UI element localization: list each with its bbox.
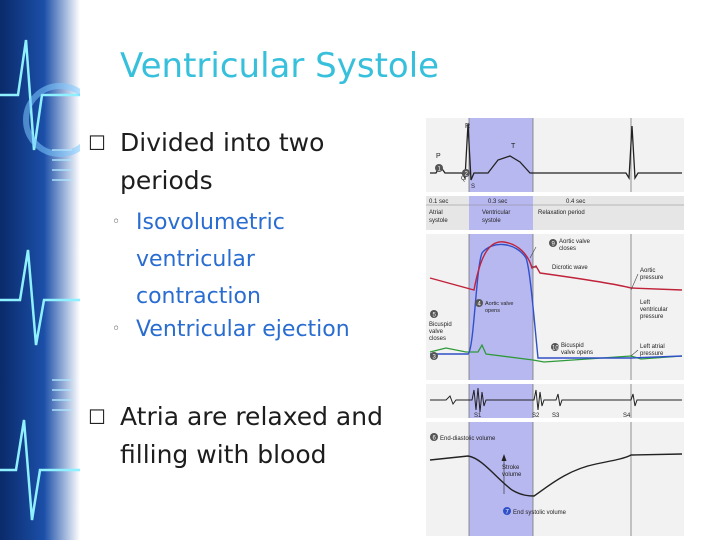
subbullet-item: ◦ Ventricular ejection <box>112 311 382 348</box>
s3-label: S3 <box>552 413 560 419</box>
stroke-volume-label: volume <box>502 472 522 478</box>
aortic-pressure-label: Aortic <box>640 268 655 274</box>
subbullet-marker: ◦ <box>112 214 121 230</box>
lvp-label: Left <box>640 300 650 306</box>
bicuspid-opens-label: Bicuspid <box>561 343 584 349</box>
stroke-volume-label: Stroke <box>502 465 520 471</box>
phase-label: Relaxation period <box>538 210 585 216</box>
bullet-item: ☐ Divided into two periods <box>88 124 388 200</box>
heart-sound-trace <box>430 387 682 413</box>
ecg-label-p: P <box>436 153 441 160</box>
s1-label: S1 <box>474 413 482 419</box>
aortic-trace <box>429 241 683 291</box>
lap-trace <box>429 343 683 363</box>
timing-label: 0.4 sec <box>566 199 585 205</box>
bicuspid-closes-label: Bicuspid <box>429 322 452 328</box>
step-marker-3: 3 <box>433 354 437 360</box>
ecg-label-s: S <box>471 184 475 190</box>
ecg-label-t: T <box>511 143 516 150</box>
ecg-label-q: Q <box>461 176 466 182</box>
esv-label: End systolic volume <box>513 510 567 516</box>
ecg-trace <box>430 123 682 181</box>
subbullet-text: Ventricular ejection <box>136 317 350 342</box>
bicuspid-opens-label: valve opens <box>561 350 593 356</box>
bullet-text: Divided into two periods <box>120 128 325 195</box>
systole-band <box>469 118 533 536</box>
subbullet-item: ◦ Isovolumetric ventricular contraction <box>112 204 382 315</box>
lap-label: Left atrial <box>640 344 665 350</box>
lvp-label: pressure <box>640 314 664 320</box>
step-marker-1: 1 <box>438 166 442 172</box>
bicuspid-closes-label: valve <box>429 329 444 335</box>
ecg-label-r: R <box>465 123 470 130</box>
bullet-marker: ☐ <box>88 405 106 429</box>
phase-label: Ventricular <box>482 210 510 216</box>
volume-trace <box>429 453 683 497</box>
subbullet-marker: ◦ <box>112 321 121 337</box>
cardiac-cycle-diagram: P R T Q S 1 2 0.1 sec 0.3 sec 0.4 sec At… <box>426 118 684 536</box>
decorative-ecg-strip <box>0 0 80 540</box>
timing-label: 0.3 sec <box>488 199 507 205</box>
aortic-valve-opens-label: Aortic valve <box>485 301 513 307</box>
step-marker-2: 2 <box>465 171 469 177</box>
step-marker-5: 5 <box>433 312 437 318</box>
subbullet-text: Isovolumetric ventricular contraction <box>136 210 285 309</box>
lvp-trace <box>430 243 683 359</box>
edv-label: End-diastolic volume <box>440 436 496 442</box>
bullet-text: Atria are relaxed and filling with blood <box>120 402 383 469</box>
aortic-pressure-label: pressure <box>640 275 664 281</box>
phase-label: Atrial <box>429 210 443 216</box>
phase-label: systole <box>482 218 501 224</box>
phase-label: systole <box>429 218 448 224</box>
slide-title: Ventricular Systole <box>120 46 440 86</box>
bicuspid-closes-label: closes <box>429 336 446 342</box>
bullet-marker: ☐ <box>88 131 106 155</box>
step-marker-9: 9 <box>552 241 556 247</box>
bullet-item: ☐ Atria are relaxed and filling with blo… <box>88 398 388 474</box>
aortic-valve-opens-label: opens <box>485 308 500 314</box>
aortic-valve-closes-label: Aortic valve <box>559 239 591 245</box>
s2-label: S2 <box>532 413 540 419</box>
step-marker-6: 6 <box>433 435 437 441</box>
timing-label: 0.1 sec <box>429 199 448 205</box>
lvp-label: ventricular <box>640 307 668 313</box>
aortic-valve-closes-label: closes <box>559 246 576 252</box>
s4-label: S4 <box>623 413 631 419</box>
lap-label: pressure <box>640 351 664 357</box>
step-marker-7: 7 <box>506 509 510 515</box>
dicrotic-wave-label: Dicrotic wave <box>552 265 588 271</box>
step-marker-10: 10 <box>552 345 559 351</box>
step-marker-4: 4 <box>478 301 482 307</box>
